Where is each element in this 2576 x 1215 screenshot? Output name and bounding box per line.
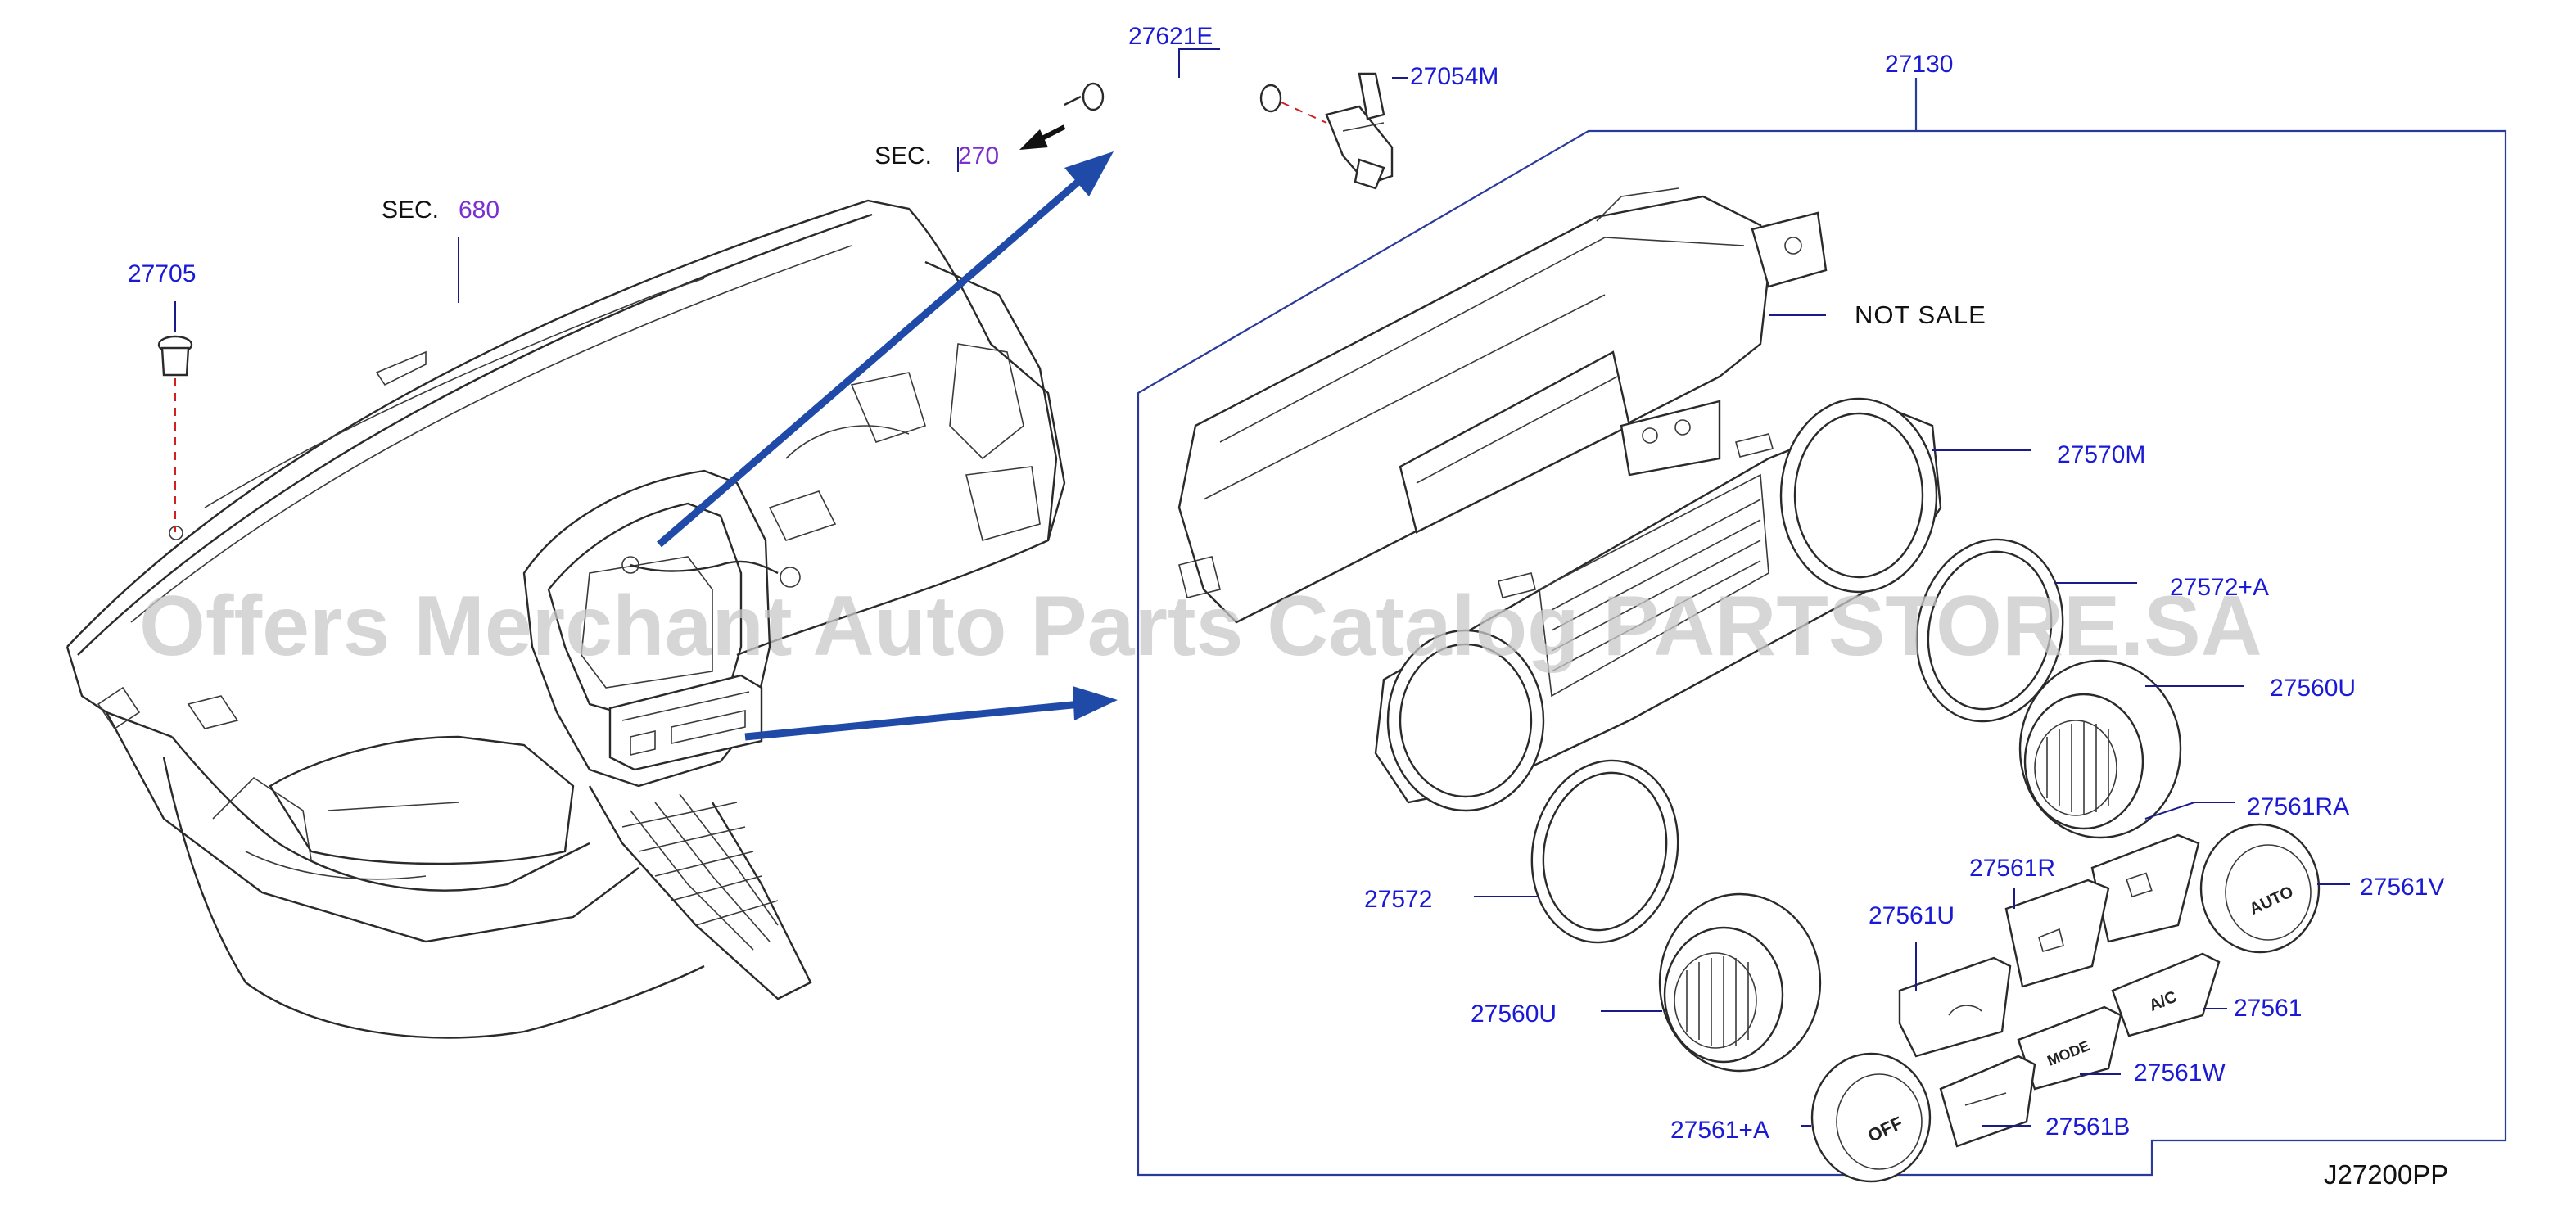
not-sale-note: NOT SALE xyxy=(1855,300,1986,329)
label-27705: 27705 xyxy=(128,260,196,287)
label-27054M: 27054M xyxy=(1410,63,1498,90)
label-27561B: 27561B xyxy=(2045,1113,2130,1140)
label-27561: 27561 xyxy=(2234,995,2302,1022)
section-references: SEC. 270 SEC. 680 xyxy=(382,142,999,224)
aspirator-hose-27621E xyxy=(1064,82,1327,130)
sec270-number: 270 xyxy=(958,142,999,169)
watermark: Offers Merchant Auto Parts Catalog PARTS… xyxy=(139,579,2262,674)
label-27561A: 27561+A xyxy=(1670,1117,1769,1144)
assembly-frame xyxy=(1137,129,2507,1177)
label-27570M: 27570M xyxy=(2057,441,2145,468)
switch-27561W: MODE xyxy=(2017,1005,2122,1091)
sensor-27054M xyxy=(1325,72,1394,190)
sec270-label: SEC. xyxy=(874,142,932,169)
label-27621E: 27621E xyxy=(1128,23,1213,50)
control-housing xyxy=(1177,187,1828,624)
switch-27561: A/C xyxy=(2111,952,2221,1037)
switch-27561U xyxy=(1898,956,2012,1058)
label-27561RA: 27561RA xyxy=(2247,793,2349,820)
finisher-27570M xyxy=(1374,397,1942,812)
dial-27561V: AUTO xyxy=(2199,823,2321,954)
switch-27561RA xyxy=(2090,833,2200,943)
label-27561R: 27561R xyxy=(1969,855,2055,882)
label-27572: 27572 xyxy=(1364,886,1432,913)
ring-27572 xyxy=(1530,759,1679,944)
part-labels: 27621E 27054M 27130 27705 27570M 27572+A… xyxy=(128,23,2444,1144)
switch-27561R xyxy=(2004,879,2110,988)
sec270-arrowhead-icon xyxy=(1019,129,1048,150)
label-27561U: 27561U xyxy=(1869,902,1955,929)
label-27560U-bottom: 27560U xyxy=(1471,1000,1557,1028)
switch-27561B xyxy=(1939,1055,2036,1148)
label-27130: 27130 xyxy=(1885,51,1953,78)
ring-27572A xyxy=(1915,538,2064,723)
label-27572A: 27572+A xyxy=(2170,574,2269,601)
sec680-number: 680 xyxy=(459,196,499,224)
dial-27561A: OFF xyxy=(1810,1052,1932,1183)
knob-27560U-bottom xyxy=(1658,892,1822,1073)
label-27561V: 27561V xyxy=(2360,874,2444,901)
label-27561W: 27561W xyxy=(2134,1059,2226,1086)
dashboard-assembly xyxy=(66,199,1066,1039)
label-27560U-top: 27560U xyxy=(2270,675,2356,702)
clip-27705 xyxy=(157,335,193,532)
knob-27560U-top xyxy=(2018,659,2182,839)
leader-lines xyxy=(174,48,2350,1127)
sec680-label: SEC. xyxy=(382,196,439,224)
diagram-code: J27200PP xyxy=(2324,1159,2448,1190)
callout-arrows xyxy=(657,151,1118,741)
